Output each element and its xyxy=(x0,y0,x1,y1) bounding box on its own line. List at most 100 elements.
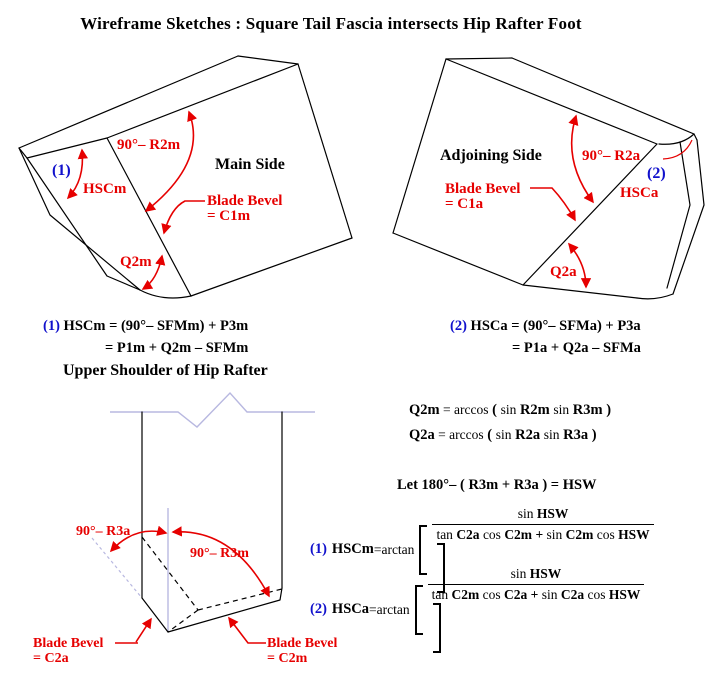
q2a-angle-arrow xyxy=(567,242,592,289)
right-bracket xyxy=(437,543,446,593)
q2a-fn: arccos xyxy=(449,427,484,442)
r3a-angle-arrow xyxy=(109,525,168,553)
q2m-fn: arccos xyxy=(453,402,489,417)
hscm-num-sin: sin xyxy=(517,506,534,521)
blade-bevel-c2a-label-1: Blade Bevel xyxy=(33,636,103,651)
hsca-arctan-fn: arctan xyxy=(376,601,410,617)
q2m-lhs: Q2m xyxy=(409,402,440,418)
hsca-equation-text1: HSCa = (90°– SFMa) + P3a xyxy=(470,318,641,334)
q2m-eq: = xyxy=(439,402,454,417)
d3: cos xyxy=(482,527,501,542)
hsca-fraction-numerator: sin HSW xyxy=(428,566,645,584)
blade-bevel-c2m-label-2: = C2m xyxy=(267,651,308,666)
hscm-arctan-eq: = xyxy=(373,541,382,557)
hscm-angle-arrow xyxy=(66,148,89,200)
q2a-eq: = xyxy=(434,427,450,442)
blade-bevel-leader-arrow xyxy=(161,200,205,235)
hscm-arctan-lhs: HSCm xyxy=(331,541,374,557)
blade-bevel-c2a-label-2: = C2a xyxy=(33,651,69,666)
ref-2-label: (2) xyxy=(647,165,666,182)
d9: HSW xyxy=(605,587,641,602)
upper-shoulder-figure: 90°– R3a 90°– R3m Blade Bevel = C2a Blad… xyxy=(33,391,337,666)
q2a-open: ( xyxy=(483,427,496,443)
blade-bevel-c1m-label-1: Blade Bevel xyxy=(207,193,282,209)
q2m-var2: R3m xyxy=(569,402,603,418)
q2a-close: ) xyxy=(588,427,597,443)
q2a-label: Q2a xyxy=(550,264,577,280)
hscm-equation: (1) HSCm = (90°– SFMm) + P3m = P1m + Q2m… xyxy=(43,315,248,359)
ref-1-label: (1) xyxy=(52,162,71,179)
hidden-ridge-edge xyxy=(167,609,199,633)
hidden-right-bevel-edge xyxy=(197,588,283,611)
q2m-sin1: sin xyxy=(500,402,517,417)
q2a-sin1: sin xyxy=(495,427,512,442)
hscm-label: HSCm xyxy=(83,181,127,197)
r3a-label: 90°– R3a xyxy=(76,524,130,539)
q2a-lhs: Q2a xyxy=(409,427,435,443)
d6: sin xyxy=(546,527,563,542)
left-edge xyxy=(392,58,447,234)
adjoining-side-figure: Adjoining Side 90°– R2a (2) HSCa Blade B… xyxy=(392,57,705,300)
d9: HSW xyxy=(614,527,650,542)
q2m-close: ) xyxy=(602,402,612,418)
hscm-arctan-fn: arctan xyxy=(381,541,415,557)
d3: cos xyxy=(482,587,501,602)
top-edge xyxy=(237,55,299,65)
adjoining-side-annotations: Adjoining Side 90°– R2a (2) HSCa Blade B… xyxy=(440,114,693,289)
main-side-wireframe-lines xyxy=(18,55,353,299)
blade-bevel-c2m-leader-arrow xyxy=(228,616,266,644)
hsca-label: HSCa xyxy=(620,185,659,201)
hsca-angle-arc xyxy=(662,139,693,160)
top-band-outer-edge xyxy=(18,55,239,149)
adjoining-side-wireframe-lines xyxy=(392,57,705,300)
right-bracket xyxy=(432,603,441,653)
right-sliver-outer-edge xyxy=(672,139,705,295)
hsw-definition: Let 180°– ( R3m + R3a ) = HSW xyxy=(397,477,597,493)
d1: tan xyxy=(431,587,449,602)
top-edge xyxy=(445,57,513,60)
right-corner-edge xyxy=(693,133,698,141)
hscm-fraction-numerator: sin HSW xyxy=(432,506,653,524)
q2m-sin2: sin xyxy=(553,402,570,417)
d8: cos xyxy=(596,527,615,542)
blade-bevel-c1m-label-2: = C1m xyxy=(207,208,251,224)
corner-curve xyxy=(658,133,695,145)
q2m-formula: Q2m = arccos ( sin R2m sin R3m ) xyxy=(409,402,611,419)
q2a-var1: R2a xyxy=(511,427,544,443)
q2a-formula: Q2a = arccos ( sin R2a sin R3a ) xyxy=(409,427,597,444)
r2m-angle-arrow xyxy=(144,110,197,212)
fascia-cut-line xyxy=(106,137,192,297)
blade-bevel-c1a-label-2: = C1a xyxy=(445,196,484,212)
d1: tan xyxy=(436,527,453,542)
hsca-arctan-lhs: HSCa xyxy=(331,601,369,617)
main-side-figure: (1) HSCm 90°– R2m Main Side Blade Bevel … xyxy=(18,55,353,299)
blade-bevel-c2m-label-1: Blade Bevel xyxy=(267,636,337,651)
hscm-equation-text1: HSCm = (90°– SFMm) + P3m xyxy=(63,318,249,334)
bevel-plane-extension-line xyxy=(91,537,143,599)
d8: cos xyxy=(587,587,606,602)
fascia-cut-line xyxy=(522,143,658,286)
hscm-num-var: HSW xyxy=(533,506,569,521)
hidden-left-bevel-edge xyxy=(141,536,199,611)
hscm-equation-ref: (1) xyxy=(43,318,60,334)
main-side-label: Main Side xyxy=(215,156,285,173)
q2a-sin2: sin xyxy=(543,427,560,442)
blade-bevel-c2a-leader-arrow xyxy=(115,619,151,644)
top-band-outer-edge xyxy=(511,57,695,135)
r2a-label: 90°– R2a xyxy=(582,148,641,164)
d6: sin xyxy=(541,587,558,602)
left-corner-edge xyxy=(18,147,28,159)
d4: C2m xyxy=(500,527,533,542)
q2m-var1: R2m xyxy=(516,402,554,418)
q2m-label: Q2m xyxy=(120,254,152,270)
d4: C2a xyxy=(500,587,528,602)
break-line xyxy=(110,391,315,428)
adjoining-side-label: Adjoining Side xyxy=(440,147,542,164)
q2m-open: ( xyxy=(488,402,501,418)
hsca-equation-line1: (2) HSCa = (90°– SFMa) + P3a xyxy=(450,315,641,337)
